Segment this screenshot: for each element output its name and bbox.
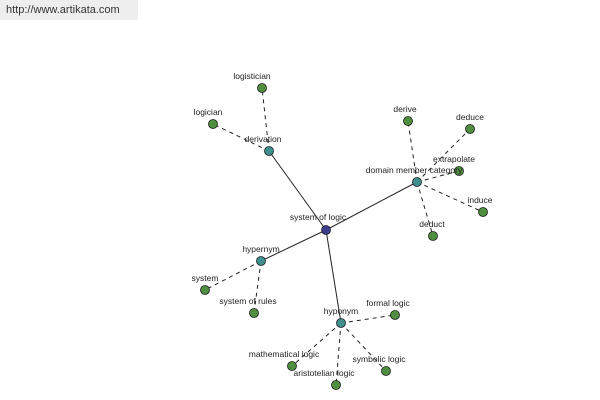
node-hypernym[interactable]: [256, 256, 266, 266]
label-system-of-rules[interactable]: system of rules: [219, 296, 276, 306]
label-logistician[interactable]: logistician: [233, 71, 271, 81]
node-deduce[interactable]: [465, 124, 475, 134]
edge-system-of-logic-hyponym: [325, 229, 342, 324]
node-aristotelian-logic[interactable]: [331, 380, 341, 390]
label-system[interactable]: system: [192, 273, 219, 283]
node-logician[interactable]: [208, 119, 218, 129]
node-derive[interactable]: [403, 116, 413, 126]
edge-hypernym-system: [204, 260, 262, 291]
edge-system-of-logic-domain-member-category: [325, 181, 418, 231]
label-derive[interactable]: derive: [393, 104, 416, 114]
edge-derivation-logician: [212, 123, 270, 152]
node-system[interactable]: [200, 285, 210, 295]
label-induce[interactable]: induce: [467, 195, 492, 205]
node-system-of-rules[interactable]: [249, 308, 259, 318]
edge-system-of-logic-derivation: [268, 150, 327, 231]
node-extrapolate[interactable]: [454, 166, 464, 176]
edge-hypernym-system-of-rules: [253, 260, 262, 314]
label-symbolic-logic[interactable]: symbolic logic: [353, 354, 407, 364]
node-logistician[interactable]: [257, 83, 267, 93]
edge-hyponym-symbolic-logic: [340, 322, 387, 372]
label-hypernym[interactable]: hypernym: [242, 244, 279, 254]
edge-hyponym-formal-logic: [340, 314, 396, 324]
label-deduce[interactable]: deduce: [456, 112, 484, 122]
source-url[interactable]: http://www.artikata.com: [0, 0, 138, 20]
node-domain-member-category[interactable]: [412, 177, 422, 187]
edge-derivation-logistician: [261, 87, 270, 152]
label-mathematical-logic[interactable]: mathematical logic: [249, 349, 320, 359]
graph-labels: system of logic derivation logistician logi…: [192, 71, 493, 378]
label-formal-logic[interactable]: formal logic: [366, 298, 410, 308]
label-logician[interactable]: logician: [194, 107, 223, 117]
label-deduct[interactable]: deduct: [419, 219, 445, 229]
node-hyponym[interactable]: [336, 318, 346, 328]
node-derivation[interactable]: [264, 146, 274, 156]
edge-hyponym-aristotelian-logic: [335, 322, 342, 386]
label-domain-member-category[interactable]: domain member category: [366, 165, 463, 175]
node-induce[interactable]: [478, 207, 488, 217]
label-hyponym[interactable]: hyponym: [324, 306, 359, 316]
node-formal-logic[interactable]: [390, 310, 400, 320]
label-aristotelian-logic[interactable]: aristotelian logic: [294, 368, 356, 378]
graph-nodes: [200, 83, 488, 390]
edge-domain-member-category-deduct: [416, 181, 434, 237]
node-symbolic-logic[interactable]: [381, 366, 391, 376]
label-extrapolate[interactable]: extrapolate: [433, 154, 475, 164]
node-deduct[interactable]: [428, 231, 438, 241]
node-system-of-logic[interactable]: [321, 225, 331, 235]
node-mathematical-logic[interactable]: [287, 361, 297, 371]
edge-hyponym-mathematical-logic: [291, 322, 342, 367]
label-system-of-logic[interactable]: system of logic: [290, 212, 347, 222]
label-derivation[interactable]: derivation: [245, 134, 282, 144]
edge-domain-member-category-derive: [407, 120, 418, 183]
graph-edges: [204, 87, 484, 386]
edge-system-of-logic-hypernym: [260, 229, 327, 262]
